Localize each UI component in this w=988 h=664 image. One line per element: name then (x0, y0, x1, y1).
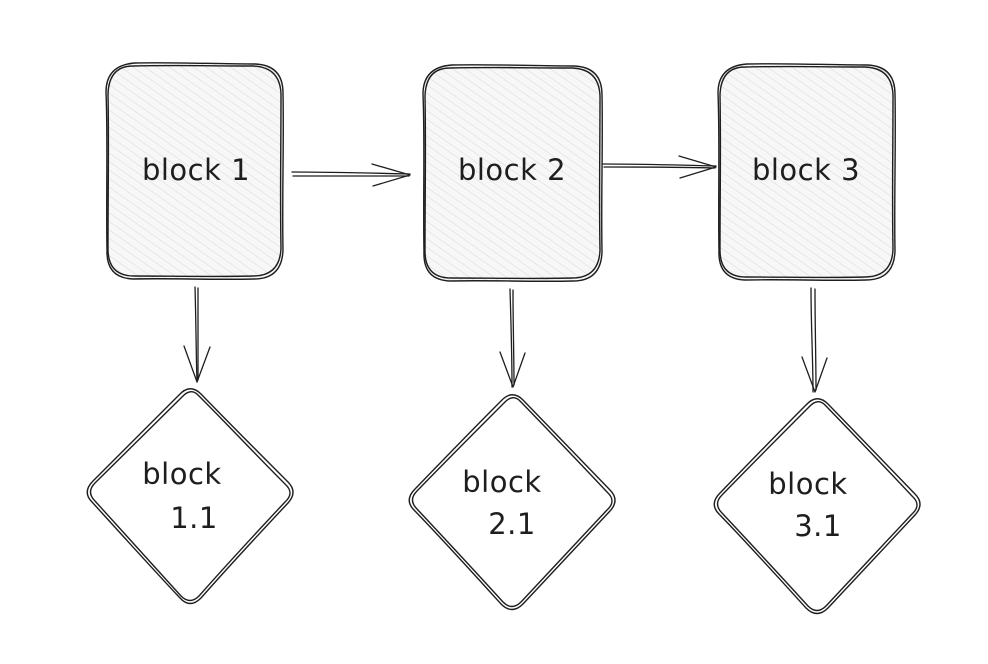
node-label: 1.1 (170, 501, 218, 535)
node-block-2-1[interactable]: block 2.1 (408, 394, 616, 611)
edge-block2-to-block21 (499, 288, 526, 388)
node-label: block 2 (458, 153, 566, 187)
node-label: block (768, 467, 847, 501)
node-block-3-1[interactable]: block 3.1 (713, 398, 921, 615)
node-label: block 1 (142, 153, 250, 187)
node-label: block (142, 457, 221, 491)
edge-block1-to-block2 (291, 163, 411, 187)
edge-block2-to-block3 (602, 155, 717, 179)
node-label: block (462, 465, 541, 499)
node-label: 2.1 (488, 507, 536, 541)
node-block-2[interactable]: block 2 (422, 64, 603, 282)
edge-block1-to-block11 (183, 286, 211, 383)
node-block-3[interactable]: block 3 (717, 63, 896, 281)
node-label: 3.1 (794, 509, 842, 543)
node-block-1-1[interactable]: block 1.1 (86, 388, 294, 605)
edge-block3-to-block31 (801, 287, 828, 393)
node-block-1[interactable]: block 1 (105, 62, 284, 280)
node-label: block 3 (752, 153, 860, 187)
